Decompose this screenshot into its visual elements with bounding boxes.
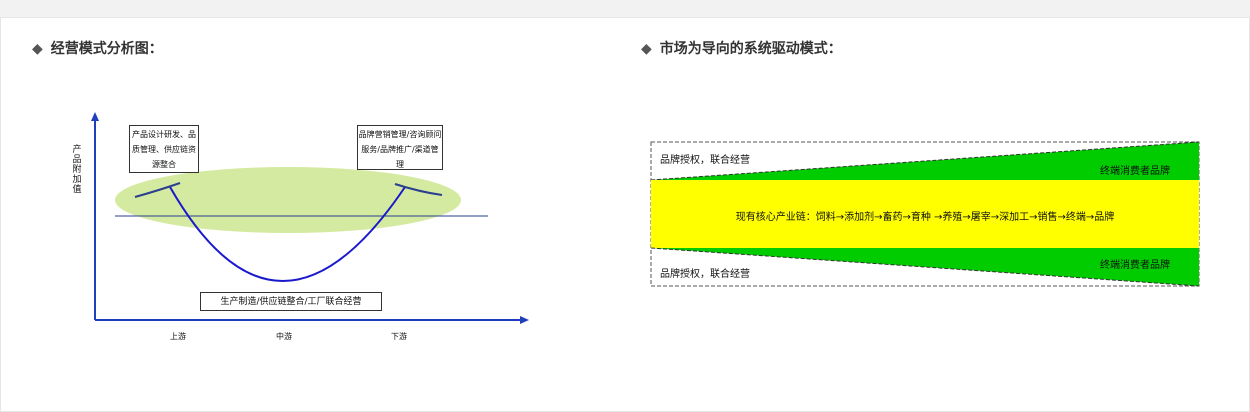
upstream-box: 产品设计研发、品质管理、供应链资源整合 xyxy=(129,125,199,173)
x-label-upstream: 上游 xyxy=(170,332,186,341)
left-arc xyxy=(134,182,181,198)
core-chain-text: 现有核心产业链：饲料→添加剂→畜药→育种 →养殖→屠宰→深加工→销售→终端→品牌 xyxy=(735,212,1115,223)
core-chain-band xyxy=(651,180,1199,248)
left-section-title: ◆ 经营模式分析图： xyxy=(32,38,163,58)
right-section-title: ◆ 市场为导向的系统驱动模式： xyxy=(641,38,842,58)
bottom-wedge-edge xyxy=(650,247,1200,287)
midstream-box: 生产制造/供应链整合/工厂联合经营 xyxy=(200,292,382,311)
bottom-left-text: 品牌授权，联合经营 xyxy=(660,269,750,280)
top-wedge-edge xyxy=(650,141,1200,181)
diamond-bullet-icon: ◆ xyxy=(641,41,652,57)
diamond-bullet-icon: ◆ xyxy=(32,41,43,57)
top-right-text: 终端消费者品牌 xyxy=(1100,166,1170,177)
right-arc xyxy=(394,183,443,196)
y-axis-label: 产品附加值 xyxy=(72,145,82,195)
x-label-downstream: 下游 xyxy=(391,332,407,341)
right-title-text: 市场为导向的系统驱动模式： xyxy=(659,41,842,57)
value-ellipse xyxy=(115,167,461,233)
smile-curve xyxy=(169,186,406,282)
bottom-right-text: 终端消费者品牌 xyxy=(1100,260,1170,271)
downstream-box: 品牌营销管理/咨询顾问服务/品牌推广/渠道管理 xyxy=(357,125,443,170)
x-axis-arrow xyxy=(520,316,529,324)
top-left-text: 品牌授权，联合经营 xyxy=(660,155,750,166)
left-title-text: 经营模式分析图： xyxy=(50,41,163,57)
y-axis-arrow xyxy=(91,112,99,121)
x-label-midstream: 中游 xyxy=(276,332,292,341)
